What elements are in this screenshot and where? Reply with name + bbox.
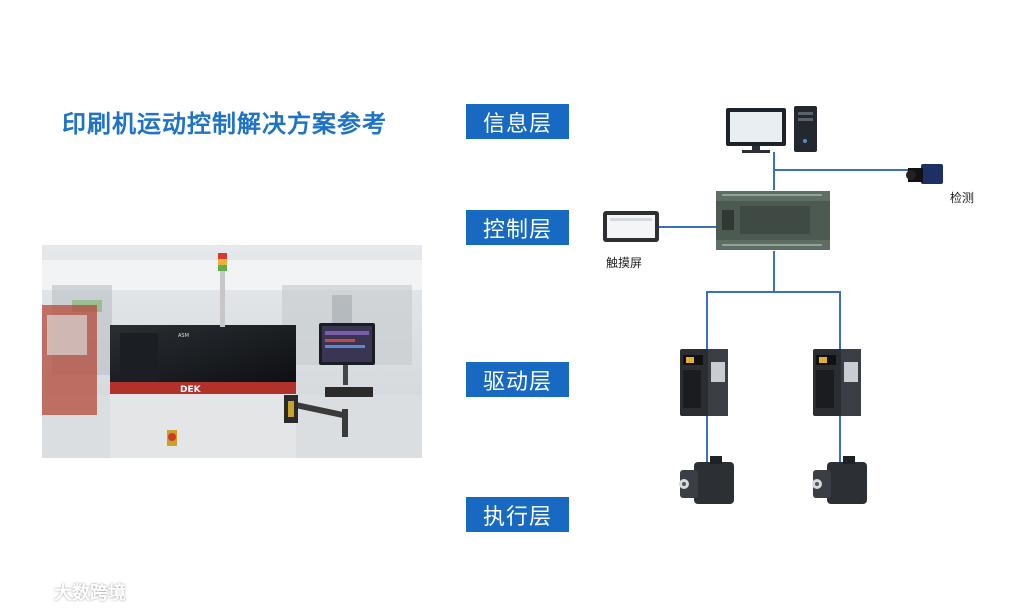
panel-badge: ASM xyxy=(178,333,189,339)
watermark-text: 大数跨境 xyxy=(54,583,126,604)
servo-drive-icon-1 xyxy=(680,349,728,416)
layer-execution: 执行层 xyxy=(466,497,569,532)
layer-info: 信息层 xyxy=(466,104,569,139)
watermark-logo-icon xyxy=(13,582,45,602)
plc-controller-icon xyxy=(716,191,830,250)
touchscreen-label: 触摸屏 xyxy=(606,256,643,270)
servo-motor-icon-2 xyxy=(812,456,867,504)
inspection-label: 检测 xyxy=(950,191,975,205)
brand-badge: DEK xyxy=(180,385,202,395)
camera-icon xyxy=(906,164,943,184)
computer-icon xyxy=(726,106,817,153)
touchscreen-icon xyxy=(603,211,659,242)
layer-control: 控制层 xyxy=(466,210,569,245)
servo-drive-icon-2 xyxy=(813,349,861,416)
layer-drive: 驱动层 xyxy=(466,362,569,397)
page-title: 印刷机运动控制解决方案参考 xyxy=(62,110,387,138)
printing-machine-photo: DEK ASM xyxy=(42,245,422,458)
watermark: 大数跨境 xyxy=(12,579,126,605)
servo-motor-icon-1 xyxy=(679,456,734,504)
